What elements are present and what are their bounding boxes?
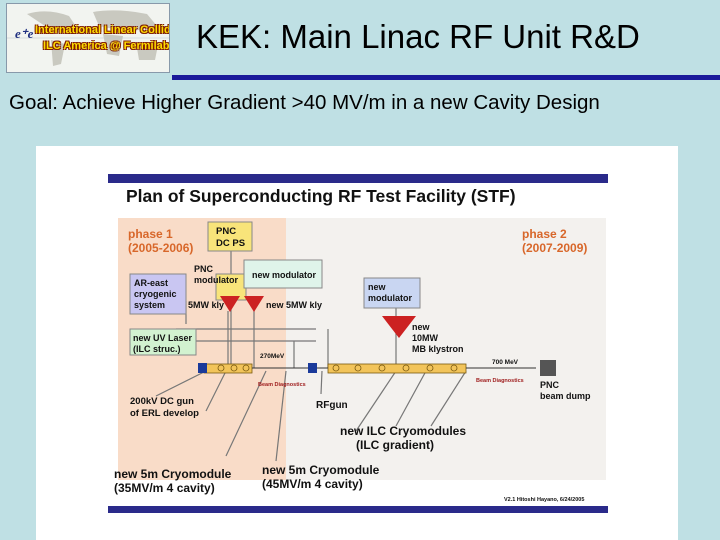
stf-diagram: Plan of Superconducting RF Test Facility… [108, 174, 608, 513]
cryomodule-45mv-label: new 5m Cryomodule (45MV/m 4 cavity) [262, 463, 380, 491]
svg-text:(35MV/m 4 cavity): (35MV/m 4 cavity) [114, 481, 215, 495]
logo-text-america: ILC America @ Fermilab [43, 40, 170, 52]
title-underline [172, 75, 720, 80]
svg-text:new 5m Cryomodule: new 5m Cryomodule [262, 463, 380, 477]
pnc-modulator-label: PNC modulator [194, 264, 238, 285]
stf-plan-figure: Plan of Superconducting RF Test Facility… [36, 146, 678, 540]
svg-text:new 5m Cryomodule: new 5m Cryomodule [114, 467, 232, 481]
goal-text: Goal: Achieve Higher Gradient >40 MV/m i… [9, 91, 600, 114]
svg-text:of ERL develop: of ERL develop [130, 408, 199, 419]
svg-text:PNC: PNC [194, 264, 214, 274]
svg-text:modulator: modulator [368, 293, 412, 303]
svg-text:(2007-2009): (2007-2009) [522, 241, 587, 255]
kly-new5mw-label: new 5MW kly [266, 300, 322, 310]
beam-diag-b-label: Beam Diagnostics [476, 378, 524, 384]
ee-logo-mark: e⁺e⁻ [15, 26, 41, 41]
figure-credit: V2.1 Hitoshi Hayano, 6/24/2005 [504, 497, 584, 503]
svg-text:modulator: modulator [194, 275, 238, 285]
svg-text:(ILC struc.): (ILC struc.) [133, 344, 181, 354]
svg-text:cryogenic: cryogenic [134, 289, 177, 299]
svg-text:MB klystron: MB klystron [412, 344, 464, 354]
svg-text:PNC: PNC [540, 380, 560, 390]
svg-text:phase 2: phase 2 [522, 227, 567, 241]
kly-5mw-label: 5MW kly [188, 300, 224, 310]
ilc-logo: e⁺e⁻ International Linear Collider ILC A… [6, 3, 170, 73]
svg-text:DC PS: DC PS [216, 238, 245, 249]
logo-text-ilc: International Linear Collider [35, 24, 170, 36]
slide-title: KEK: Main Linac RF Unit R&D [196, 18, 640, 55]
svg-text:(2005-2006): (2005-2006) [128, 241, 193, 255]
mev-270-label: 270MeV [260, 353, 285, 360]
pnc-beam-dump-label: PNC beam dump [540, 380, 591, 401]
svg-text:AR-east: AR-east [134, 278, 168, 288]
cryomodule-35mv-label: new 5m Cryomodule (35MV/m 4 cavity) [114, 467, 232, 495]
svg-text:system: system [134, 300, 165, 310]
svg-text:(45MV/m 4 cavity): (45MV/m 4 cavity) [262, 477, 363, 491]
figure-title: Plan of Superconducting RF Test Facility… [126, 186, 516, 206]
dc-gun-label: 200kV DC gun of ERL develop [130, 396, 199, 419]
uv-laser-label: new UV Laser (ILC struc.) [133, 333, 193, 354]
phase1-label: phase 1 (2005-2006) [128, 227, 193, 255]
svg-text:(ILC gradient): (ILC gradient) [356, 438, 434, 452]
svg-text:new ILC Cryomodules: new ILC Cryomodules [340, 424, 466, 438]
mev-700-label: 700 MeV [492, 359, 519, 366]
svg-text:10MW: 10MW [412, 333, 439, 343]
kly-10mw-label: new 10MW MB klystron [412, 322, 464, 354]
svg-text:phase 1: phase 1 [128, 227, 173, 241]
svg-text:new UV Laser: new UV Laser [133, 333, 193, 343]
world-map-icon [7, 4, 169, 72]
svg-text:200kV DC gun: 200kV DC gun [130, 396, 194, 407]
phase2-label: phase 2 (2007-2009) [522, 227, 587, 255]
rfgun-label: RFgun [316, 400, 348, 411]
svg-text:new: new [412, 322, 431, 332]
ar-east-label: AR-east cryogenic system [134, 278, 177, 310]
svg-text:beam dump: beam dump [540, 391, 591, 401]
ilc-cryomodules-label: new ILC Cryomodules (ILC gradient) [340, 424, 466, 452]
beam-diag-a-label: Beam Diagnostics [258, 382, 306, 388]
svg-text:PNC: PNC [216, 226, 236, 237]
svg-text:new: new [368, 282, 387, 292]
new-modulator-a-label: new modulator [252, 270, 316, 280]
pnc-dc-ps-label: PNC DC PS [216, 226, 245, 249]
new-modulator-b-label: new modulator [368, 282, 412, 303]
